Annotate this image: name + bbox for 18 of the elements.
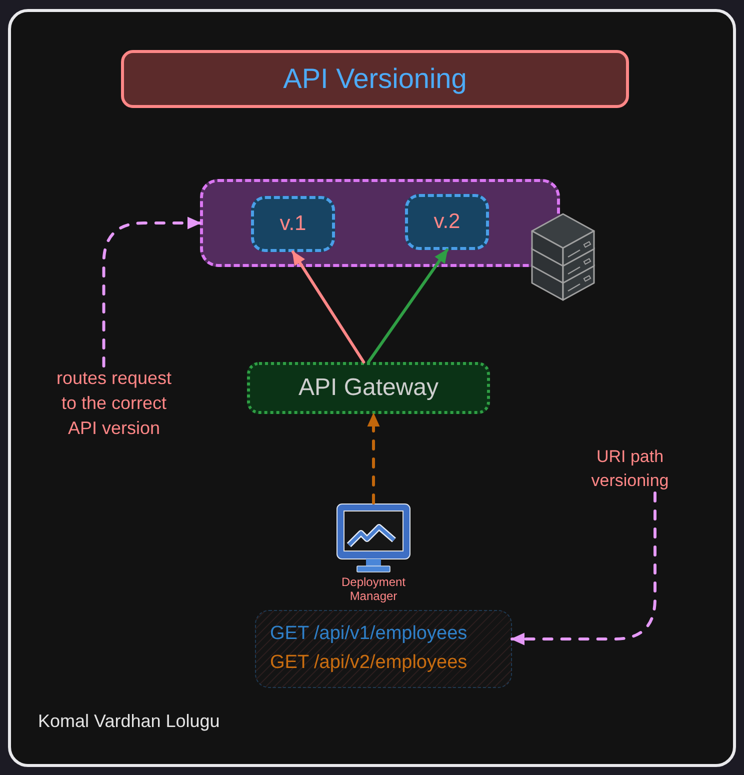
endpoint-text: GET /api/v1/employees xyxy=(270,622,468,646)
arrow xyxy=(292,250,366,364)
arrow xyxy=(510,492,656,646)
version-box: v.2 xyxy=(405,194,489,250)
caption-text: Deployment Manager xyxy=(340,575,407,603)
title-banner: API Versioning xyxy=(121,50,629,108)
endpoint-text: GET /api/v2/employees xyxy=(270,651,468,675)
annotation-text: routes request to the correct API version xyxy=(50,366,178,441)
monitor-icon xyxy=(336,503,411,573)
request-box xyxy=(255,610,512,688)
author-text: Komal Vardhan Lolugu xyxy=(38,710,220,733)
arrow xyxy=(367,248,448,364)
version-box: v.1 xyxy=(251,196,335,252)
version-group-box xyxy=(200,179,560,267)
arrow xyxy=(102,216,202,368)
gateway-box: API Gateway xyxy=(247,362,490,414)
annotation-text: URI path versioning xyxy=(580,445,680,493)
arrow xyxy=(367,412,380,504)
